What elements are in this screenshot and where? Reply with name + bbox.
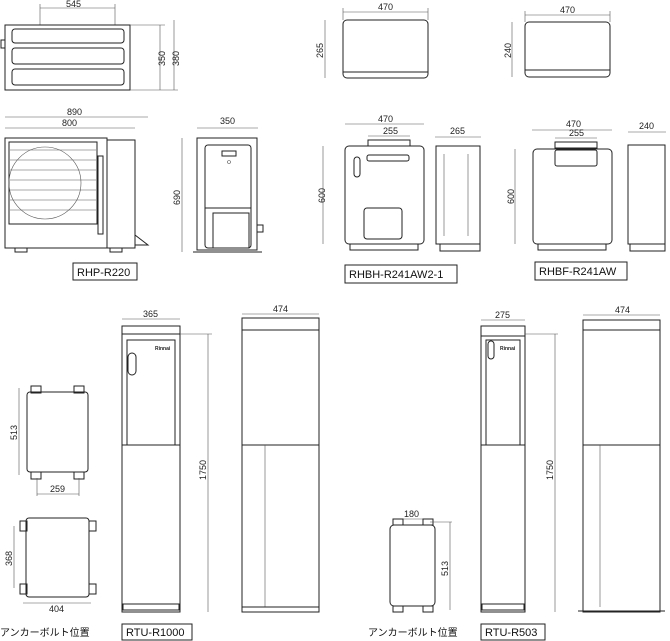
rtu503-side-view: 474 <box>578 305 665 613</box>
dim-rhbf-top-width: 470 <box>560 5 575 15</box>
rhbf-top-view: 470 240 <box>503 5 611 78</box>
rhbh-top-view: 470 265 <box>315 2 429 79</box>
rtu503-anchor-caption: アンカーボルト位置 <box>368 626 458 639</box>
dim-rhp-top-depth1: 350 <box>157 51 167 66</box>
dim-rtu1000-anchor-a-width: 259 <box>50 484 65 494</box>
rhp-front-view: 890 800 <box>4 107 150 253</box>
rtu1000-anchor-caption: アンカーボルト位置 <box>0 626 90 639</box>
rtu503-brand-logo: Rinnai <box>500 346 516 352</box>
rtu503-front-view: 275 Rinnai 1750 <box>480 310 558 613</box>
dim-rhbh-top-depth: 265 <box>315 43 325 58</box>
rtu1000-anchor-plan-a: 513 259 <box>9 385 89 496</box>
dim-rtu1000-height: 1750 <box>198 460 208 480</box>
rtu1000-label-box <box>121 623 193 641</box>
dim-rtu1000-width: 365 <box>143 309 158 319</box>
dim-rhp-top-width: 545 <box>66 0 81 9</box>
rhp-model-label: RHP-R220 <box>77 267 130 279</box>
rtu1000-brand-logo: Rinnai <box>155 346 171 352</box>
rhbh-label-box <box>344 264 458 284</box>
rhbh-front-view: 470 255 600 <box>317 114 425 251</box>
dim-rhp-top-depth2: 380 <box>171 51 181 66</box>
dim-rhp-width-body: 800 <box>62 118 77 128</box>
rhp-top-view: 545 350 380 <box>0 0 181 91</box>
rtu1000-front-view: 365 Rinnai 1750 <box>121 309 212 613</box>
dim-rhp-side-depth: 350 <box>220 116 235 126</box>
dim-rhbh-side-depth: 265 <box>450 126 465 136</box>
dim-rtu503-anchor-width: 180 <box>404 509 419 519</box>
rhbf-front-view: 470 255 600 <box>506 119 613 251</box>
dim-rhbh-height: 600 <box>317 188 327 203</box>
dim-rhp-height: 690 <box>172 190 182 205</box>
dim-rhbf-height: 600 <box>506 189 516 204</box>
rtu1000-anchor-plan-b: 368 404 <box>4 517 97 614</box>
dim-rhbf-side-depth: 240 <box>639 121 654 131</box>
dim-rhbh-width: 470 <box>378 114 393 124</box>
dim-rhbf-top-depth: 240 <box>503 43 513 58</box>
dim-rtu503-width: 275 <box>495 310 510 320</box>
rhp-label-box <box>72 262 138 281</box>
dim-rtu503-anchor-depth: 513 <box>440 561 450 576</box>
rtu1000-side-view: 474 <box>241 304 320 613</box>
dim-rhp-width-overall: 890 <box>67 107 82 117</box>
dim-rtu1000-anchor-a-depth: 513 <box>9 425 19 440</box>
dim-rhbh-bracket: 255 <box>383 126 398 136</box>
rhbh-side-view: 265 <box>435 126 481 252</box>
dim-rhbh-top-width: 470 <box>378 2 393 12</box>
rtu1000-model-label: RTU-R1000 <box>126 627 185 639</box>
dim-rtu1000-side-depth: 474 <box>273 304 288 314</box>
rtu503-label-box <box>480 623 546 641</box>
rhbf-model-label: RHBF-R241AW <box>539 266 617 278</box>
rhbh-model-label: RHBH-R241AW2-1 <box>349 269 443 281</box>
rtu503-model-label: RTU-R503 <box>485 627 537 639</box>
dim-rhbf-width: 470 <box>566 119 581 129</box>
rhbf-label-box <box>534 261 628 281</box>
dim-rhbf-bracket: 255 <box>569 128 584 138</box>
rtu503-anchor-plan: 180 513 <box>389 509 452 613</box>
dim-rtu1000-anchor-b-width: 404 <box>49 604 64 614</box>
dim-rtu1000-anchor-b-depth: 368 <box>4 551 14 566</box>
dim-rtu503-side-depth: 474 <box>615 305 630 315</box>
dim-rtu503-height: 1750 <box>545 460 555 480</box>
rhp-side-view: 350 690 <box>172 116 264 253</box>
rhbf-side-view: 240 <box>627 121 666 252</box>
